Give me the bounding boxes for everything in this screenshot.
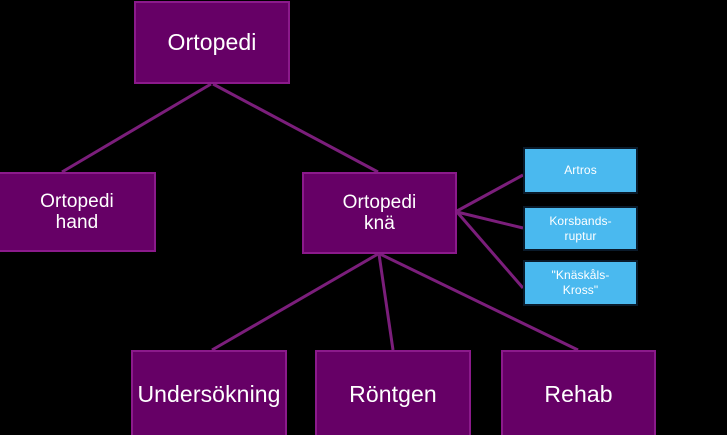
edge-ortopedi-kna (212, 82, 379, 174)
node-label-rontgen: Röntgen (349, 381, 437, 408)
edge-kna-korsband (456, 210, 524, 230)
edge-ortopedi-hand (61, 82, 212, 174)
node-label-artros: Artros (564, 163, 597, 177)
node-label-ortopedi-kna: Ortopedi knä (342, 191, 417, 234)
node-undersokning[interactable]: Undersökning (131, 350, 287, 435)
node-artros[interactable]: Artros (523, 147, 638, 194)
node-label-undersokning: Undersökning (137, 381, 281, 408)
node-knaskals-kross[interactable]: "Knäskåls- Kross" (523, 260, 638, 306)
node-label-ortopedi-hand: Ortopedi hand (40, 190, 114, 233)
node-ortopedi-kna[interactable]: Ortopedi knä (302, 172, 457, 254)
node-label-knaskals-kross: "Knäskåls- Kross" (551, 268, 610, 297)
node-label-ortopedi: Ortopedi (167, 28, 257, 55)
node-label-korsbandsruptur: Korsbands- ruptur (549, 213, 612, 243)
node-ortopedi[interactable]: Ortopedi (134, 1, 290, 84)
edge-kna-knaskals (455, 211, 525, 289)
node-rontgen[interactable]: Röntgen (315, 350, 471, 435)
edge-kna-undersok (211, 252, 379, 352)
edge-kna-artros (456, 173, 524, 213)
node-ortopedi-hand[interactable]: Ortopedi hand (0, 172, 156, 252)
node-korsbandsruptur[interactable]: Korsbands- ruptur (523, 206, 638, 251)
node-label-rehab: Rehab (544, 381, 613, 408)
node-rehab[interactable]: Rehab (501, 350, 656, 435)
edge-kna-rontgen (377, 253, 395, 351)
